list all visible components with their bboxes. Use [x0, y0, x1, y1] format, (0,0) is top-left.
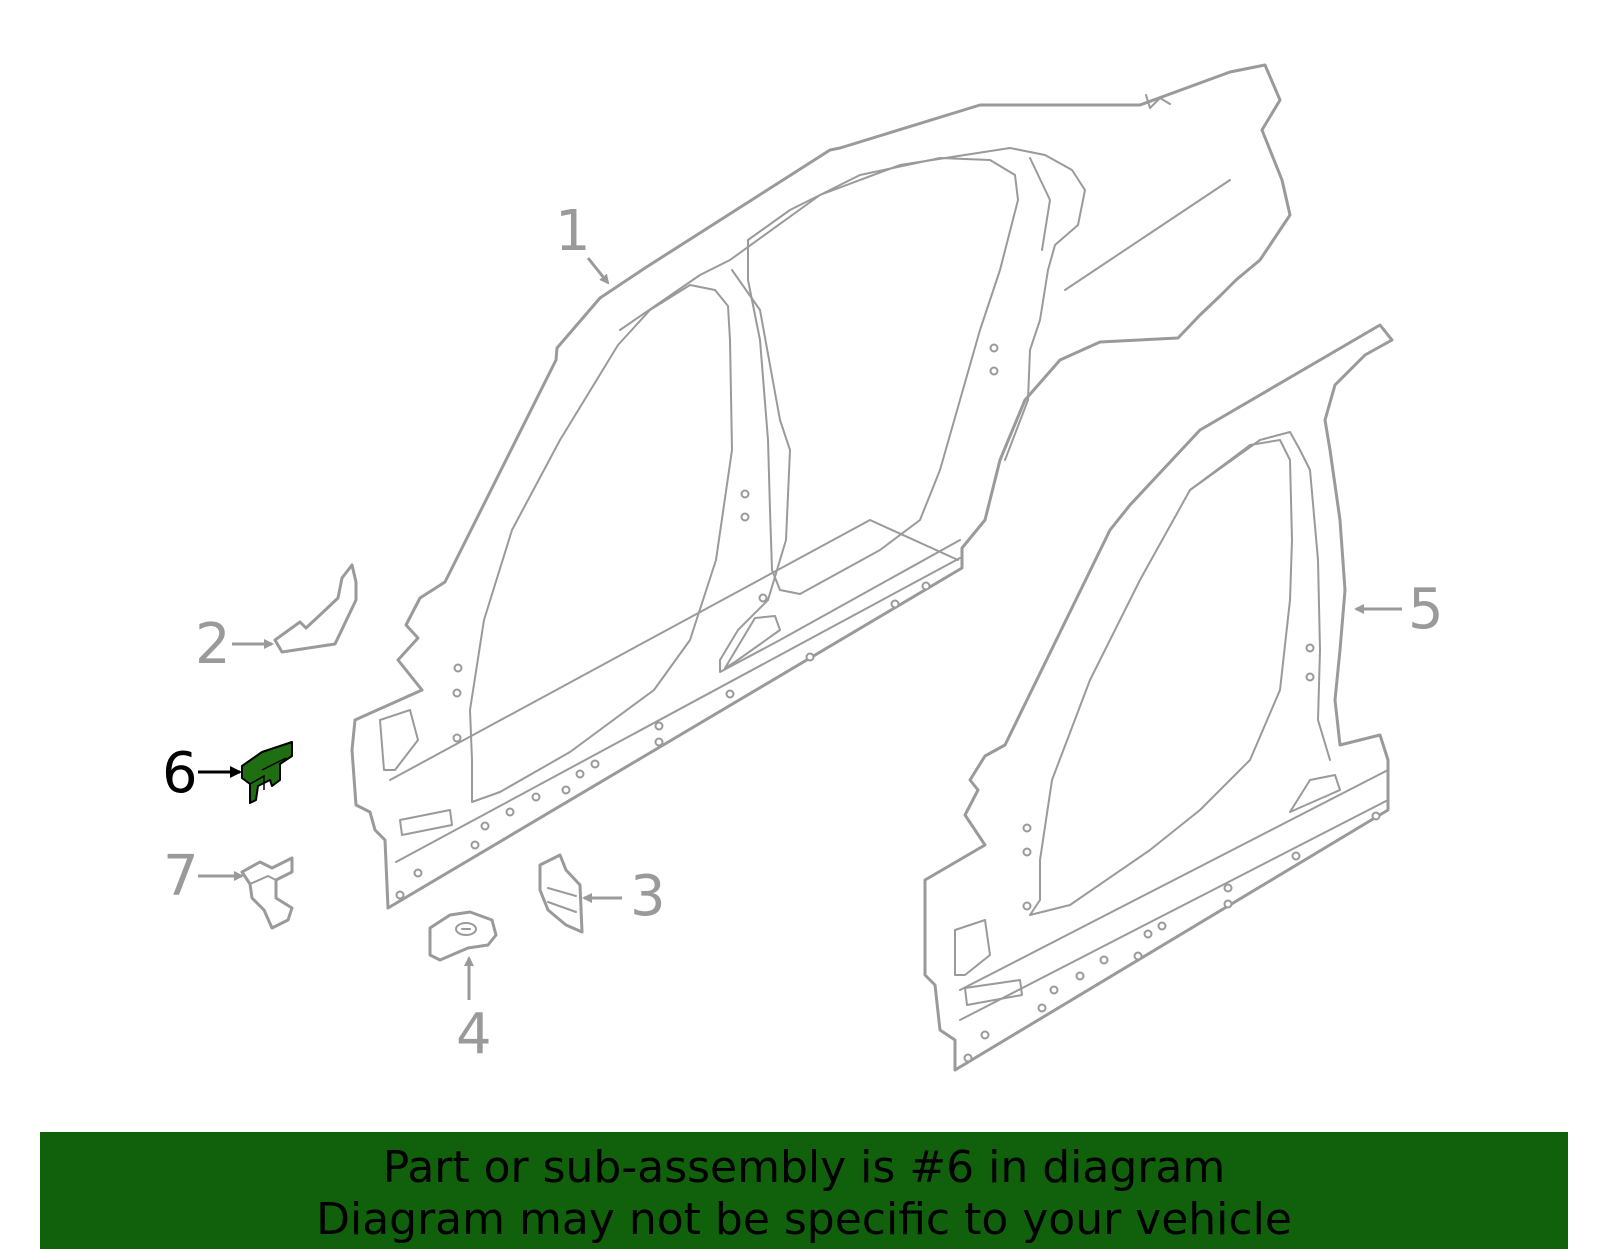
callout-label: 3 [630, 864, 666, 929]
callout-label: 7 [163, 844, 199, 909]
info-banner: Part or sub-assembly is #6 in diagram Di… [40, 1132, 1568, 1249]
callout-label: 2 [195, 612, 231, 677]
part-2-bracket [273, 563, 358, 654]
callout-label: 5 [1408, 577, 1444, 642]
callout-label: 6 [162, 741, 198, 806]
part-3-reinforcement [538, 853, 584, 934]
parts-diagram: 1 2 3 4 5 6 7 [162, 63, 1444, 1072]
part-5-body-side-inner [923, 323, 1394, 1072]
callout-3: 3 [582, 864, 666, 929]
callout-7: 7 [163, 844, 244, 909]
part-6-highlighted [241, 741, 293, 804]
callout-6: 6 [162, 741, 242, 806]
banner-line-2: Diagram may not be specific to your vehi… [316, 1194, 1292, 1245]
callout-label: 4 [456, 1002, 492, 1067]
callout-2: 2 [195, 612, 274, 677]
callout-4: 4 [456, 956, 492, 1067]
callout-5: 5 [1354, 577, 1444, 642]
part-1-body-side-outer [350, 63, 1292, 910]
callout-1: 1 [555, 199, 610, 285]
callout-label: 1 [555, 199, 591, 264]
banner-line-1: Part or sub-assembly is #6 in diagram [382, 1142, 1226, 1193]
part-7-bracket [240, 856, 294, 930]
part-4-bracket [428, 910, 498, 962]
